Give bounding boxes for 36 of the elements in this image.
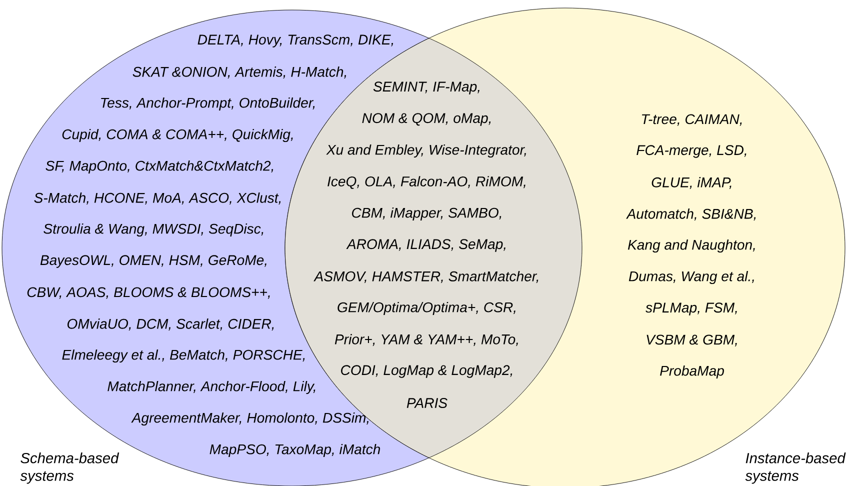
system-list-line: Tess, Anchor-Prompt, OntoBuilder, [101,97,315,111]
set-label: Schema-based systems [20,452,120,484]
system-list-line: GEM/Optima/Optima+, CSR, [338,302,516,316]
system-list-line: Xu and Embley, Wise-Integrator, [326,144,526,158]
system-list-line: CBW, AOAS, BLOOMS & BLOOMS++, [27,287,270,299]
system-list-line: Prior+, YAM & YAM++, MoTo, [334,334,518,346]
system-list-line: ProbaMap [660,365,724,379]
system-list-line: FCA-merge, LSD, [636,145,746,158]
system-list-line: AROMA, ILIADS, SeMap, [346,239,506,252]
system-list-line: sPLMap, FSM, [646,302,737,316]
system-list-line: Kang and Naughton, [628,239,755,253]
system-list-line: MapPSO, TaxoMap, iMatch [210,444,380,458]
system-list-line: CODI, LogMap & LogMap2, [341,365,512,378]
system-list-line: Elmeleegy et al., BeMatch, PORSCHE, [62,349,305,363]
system-list-line: BayesOWL, OMEN, HSM, GeRoMe, [40,255,266,268]
system-list-line: ASMOV, HAMSTER, SmartMatcher, [314,271,538,283]
system-list-line: Automatch, SBI&NB, [626,208,756,220]
system-list-line: IceQ, OLA, Falcon-AO, RiMOM, [328,176,526,189]
system-list-line: Dumas, Wang et al., [628,270,754,284]
system-list-line: S-Match, HCONE, MoA, ASCO, XClust, [34,192,281,204]
system-list-line: GLUE, iMAP, [652,177,732,189]
system-list-line: Cupid, COMA & COMA++, QuickMig, [62,128,293,142]
system-list-line: CBM, iMapper, SAMBO, [352,207,502,221]
system-list-line: MatchPlanner, Anchor-Flood, Lily, [108,380,316,394]
system-list-line: VSBM & GBM, [646,334,737,346]
set-label: Instance-based systems [745,452,846,484]
system-list-line: DELTA, Hovy, TransScm, DIKE, [198,34,394,48]
system-list-line: T-tree, CAIMAN, [642,114,742,126]
system-list-line: AgreementMaker, Homolonto, DSSim, [131,412,368,426]
system-list-line: Stroulia & Wang, MWSDI, SeqDisc, [44,223,264,237]
system-list-line: SF, MapOnto, CtxMatch&CtxMatch2, [46,160,274,174]
system-list-line: PARIS [406,398,448,408]
system-list-line: SKAT &ONION, Artemis, H-Match, [132,66,346,78]
system-list-line: NOM & QOM, oMap, [362,113,491,126]
system-list-line: SEMINT, IF-Map, [373,82,480,94]
system-list-line: OMviaUO, DCM, Scarlet, CIDER, [67,318,274,330]
